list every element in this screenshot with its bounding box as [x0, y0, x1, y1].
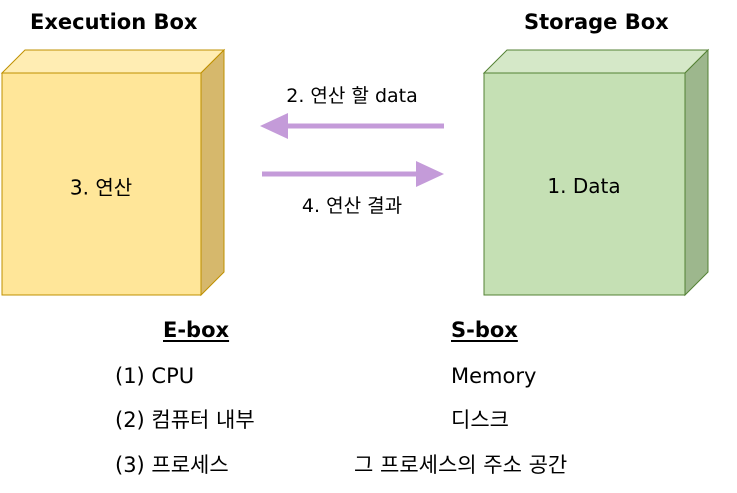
- arrow-to-storage-head: [416, 161, 444, 187]
- execution-box-title: Execution Box: [30, 10, 198, 34]
- storage-box-side-face: [684, 48, 709, 297]
- ebox-item-2: (2) 컴퓨터 내부: [115, 408, 255, 432]
- arrow-to-execution-head: [260, 113, 288, 139]
- arrow-to-storage-label: 4. 연산 결과: [301, 195, 403, 217]
- sbox-item-2: 디스크: [451, 408, 509, 432]
- execution-box: [0, 48, 226, 297]
- arrow-to-execution: [260, 113, 444, 139]
- arrow-to-storage: [262, 161, 444, 187]
- sbox-heading: S-box: [451, 318, 518, 342]
- execution-box-top-face: [0, 49, 226, 74]
- execution-box-label: 3. 연산: [69, 175, 133, 200]
- ebox-item-1: (1) CPU: [115, 364, 195, 388]
- storage-box-front-face: [483, 72, 686, 296]
- storage-box-top-face: [482, 49, 710, 74]
- execution-box-front-face: [1, 72, 202, 296]
- storage-box: [482, 48, 710, 297]
- ebox-item-3: (3) 프로세스: [115, 453, 229, 477]
- execution-box-side-face: [200, 48, 225, 297]
- sbox-item-3: 그 프로세스의 주소 공간: [354, 453, 568, 477]
- arrow-to-execution-label: 2. 연산 할 data: [286, 85, 418, 107]
- sbox-item-1: Memory: [451, 364, 537, 388]
- storage-box-label: 1. Data: [547, 174, 621, 198]
- storage-box-title: Storage Box: [524, 10, 669, 34]
- ebox-heading: E-box: [163, 318, 230, 342]
